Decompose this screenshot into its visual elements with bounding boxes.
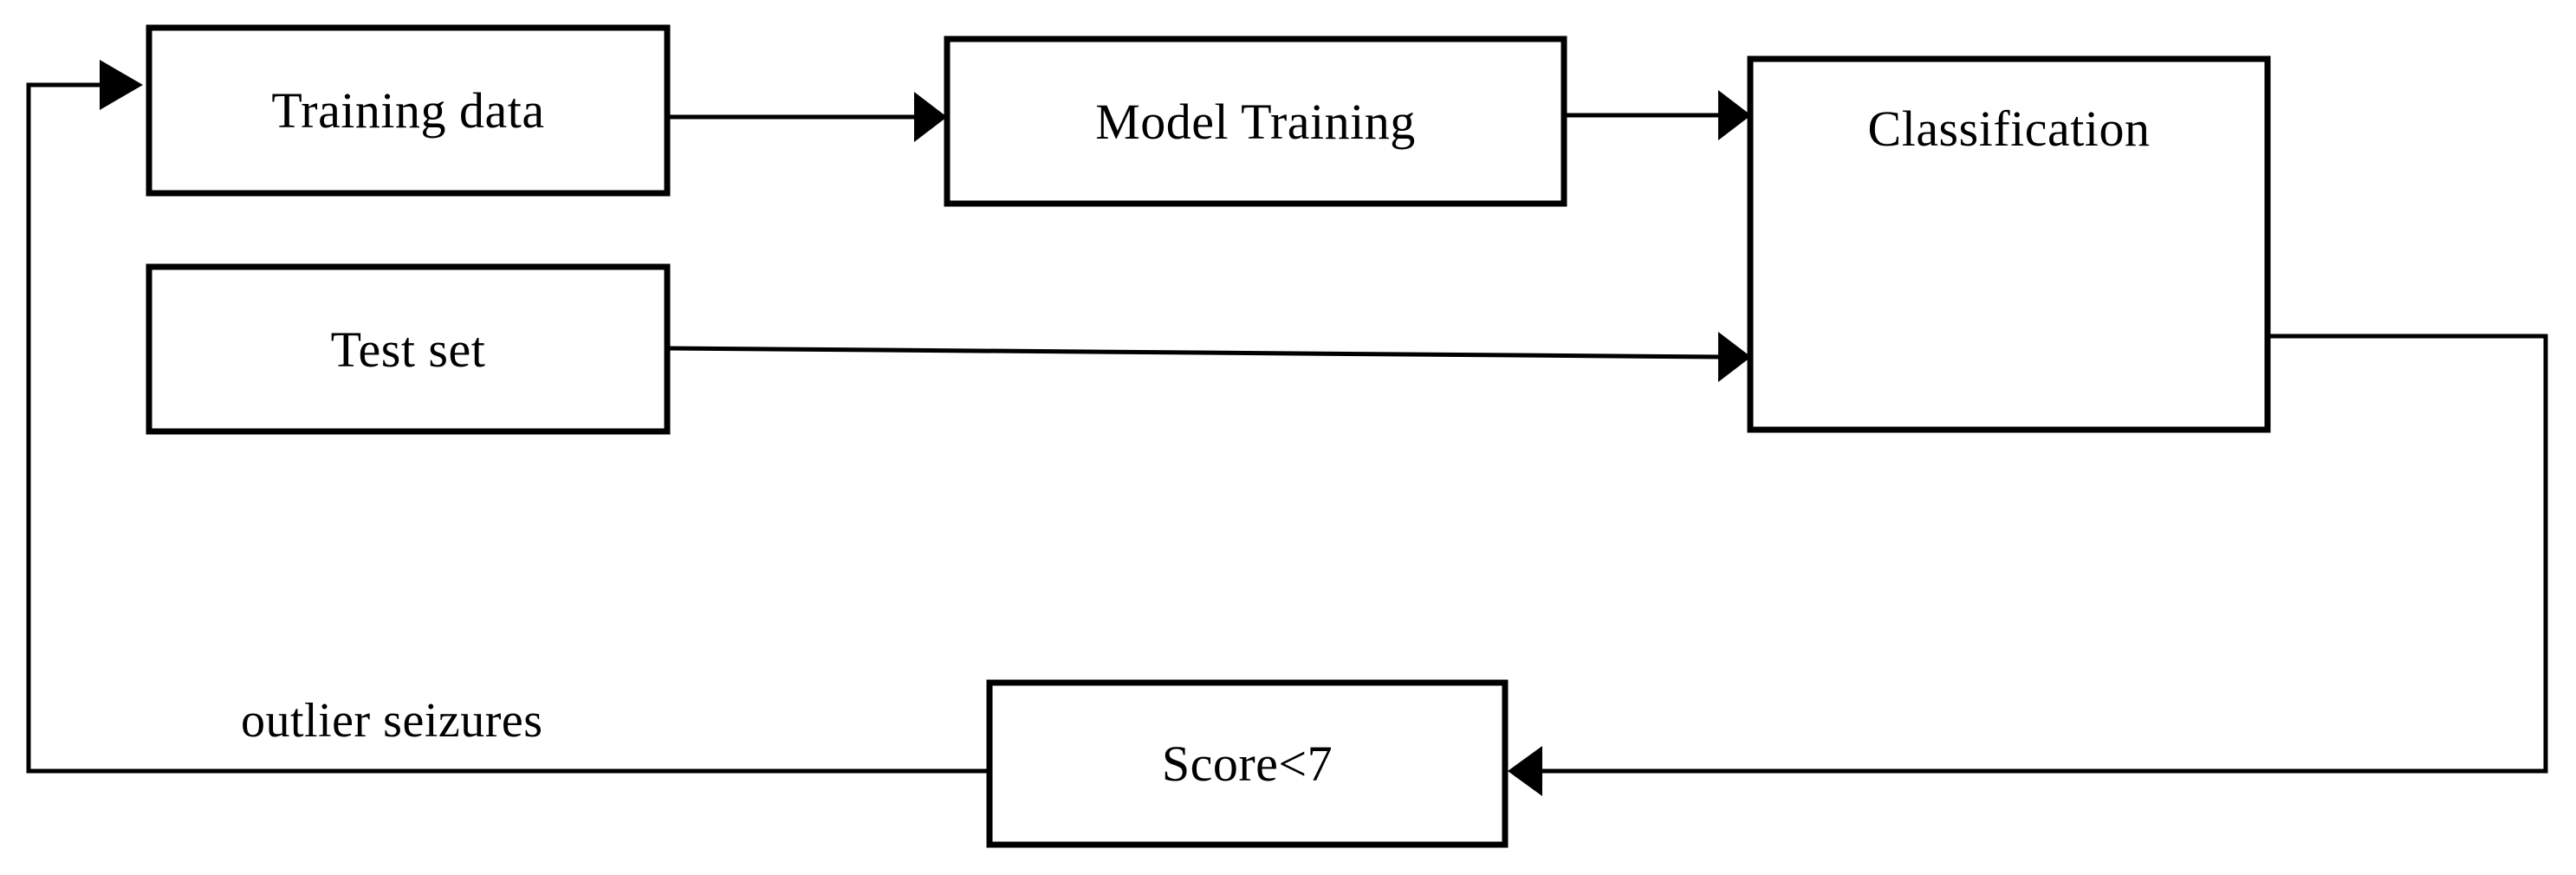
node-model-training-box[interactable] xyxy=(944,36,1567,207)
edge-classification-to-score xyxy=(1508,334,2548,796)
node-test-set-label: Test set xyxy=(330,321,486,378)
node-classification-label: Classification xyxy=(1867,100,2151,157)
arrowhead-icon xyxy=(914,92,947,142)
node-model-training-label: Model Training xyxy=(1095,93,1416,150)
node-training-data[interactable] xyxy=(149,28,667,193)
node-training-data-label: Training data xyxy=(271,82,545,139)
edge-test-to-classification xyxy=(666,332,1751,382)
edge-training-to-model xyxy=(667,92,947,142)
node-test-set[interactable] xyxy=(149,267,667,431)
node-score-threshold-box[interactable] xyxy=(986,679,1509,848)
arrowhead-icon xyxy=(1718,332,1751,382)
node-score-threshold-label: Score<7 xyxy=(1161,736,1333,792)
arrowhead-icon xyxy=(100,60,143,110)
node-score-threshold[interactable] xyxy=(990,683,1505,845)
arrowhead-icon xyxy=(1508,746,1542,796)
node-model-training[interactable] xyxy=(947,39,1564,204)
edge-score-to-training xyxy=(26,60,990,774)
node-classification[interactable] xyxy=(1750,59,2268,430)
arrowhead-icon xyxy=(1718,90,1751,140)
node-classification-box[interactable] xyxy=(1747,55,2271,433)
edge-label-outlier-seizures: outlier seizures xyxy=(241,694,543,748)
node-training-data-box[interactable] xyxy=(146,24,671,197)
edge-model-to-classification xyxy=(1564,90,1751,140)
